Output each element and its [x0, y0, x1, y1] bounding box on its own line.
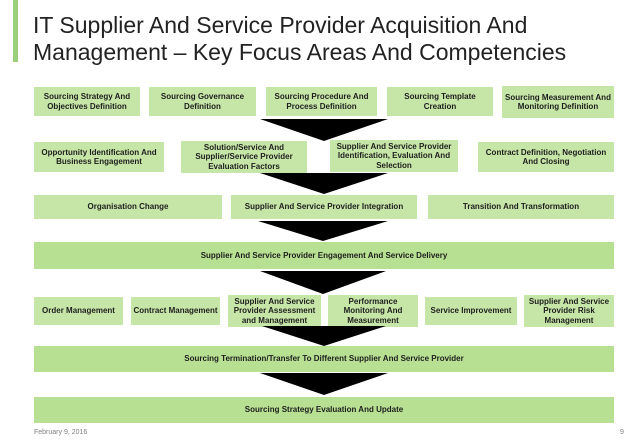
- down-arrow-3: [258, 221, 388, 241]
- box-evaluation-factors: Solution/Service And Supplier/Service Pr…: [181, 141, 307, 173]
- footer-date: February 9, 2016: [34, 429, 88, 436]
- box-opportunity-identification: Opportunity Identification And Business …: [34, 142, 164, 172]
- box-provider-selection: Supplier And Service Provider Identifica…: [330, 140, 458, 172]
- box-sourcing-strategy: Sourcing Strategy And Objectives Definit…: [34, 87, 140, 116]
- down-arrow-6: [260, 373, 388, 395]
- down-arrow-4: [260, 271, 386, 294]
- title-line-2: Management – Key Focus Areas And Compete…: [33, 39, 567, 65]
- box-order-management: Order Management: [34, 297, 123, 325]
- page-number: 9: [620, 429, 624, 436]
- box-sourcing-template: Sourcing Template Creation: [387, 87, 493, 116]
- band-engagement-delivery: Supplier And Service Provider Engagement…: [34, 242, 614, 269]
- box-transition-transformation: Transition And Transformation: [428, 195, 614, 219]
- box-risk-management: Supplier And Service Provider Risk Manag…: [524, 295, 614, 327]
- title-line-1: IT Supplier And Service Provider Acquisi…: [33, 12, 528, 38]
- box-sourcing-measurement: Sourcing Measurement And Monitoring Defi…: [502, 86, 614, 118]
- box-sourcing-procedure: Sourcing Procedure And Process Definitio…: [266, 87, 377, 116]
- down-arrow-1: [260, 119, 388, 141]
- box-provider-integration: Supplier And Service Provider Integratio…: [231, 195, 417, 219]
- box-contract-management: Contract Management: [131, 297, 220, 325]
- box-provider-assessment: Supplier And Service Provider Assessment…: [228, 295, 321, 327]
- down-arrow-5: [262, 326, 386, 346]
- box-performance-monitoring: Performance Monitoring And Measurement: [328, 295, 418, 327]
- box-contract-definition: Contract Definition, Negotiation And Clo…: [478, 142, 614, 172]
- slide-title: IT Supplier And Service Provider Acquisi…: [33, 12, 628, 66]
- band-sourcing-termination: Sourcing Termination/Transfer To Differe…: [34, 346, 614, 372]
- title-accent-bar: [13, 0, 18, 62]
- box-service-improvement: Service Improvement: [425, 297, 517, 325]
- down-arrow-2: [260, 173, 388, 194]
- box-organisation-change: Organisation Change: [34, 195, 222, 219]
- band-strategy-evaluation: Sourcing Strategy Evaluation And Update: [34, 397, 614, 423]
- box-sourcing-governance: Sourcing Governance Definition: [149, 87, 256, 116]
